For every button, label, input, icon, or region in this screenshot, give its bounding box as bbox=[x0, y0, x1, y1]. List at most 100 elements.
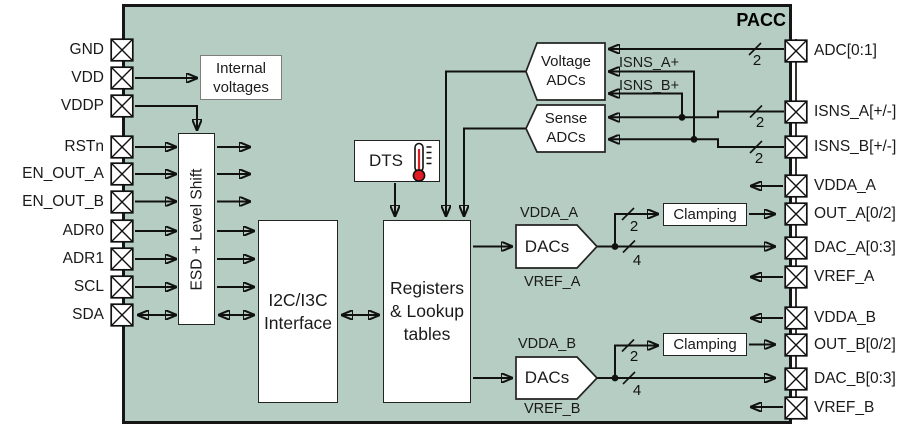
i2c-i3c-interface-block: I2C/I3C Interface bbox=[258, 220, 338, 403]
pin-label-vref-a: VREF_A bbox=[814, 268, 875, 285]
en-out-b-pin-icon bbox=[110, 189, 134, 214]
pin-out-a bbox=[784, 202, 808, 226]
adr0-pin-icon bbox=[110, 219, 134, 243]
isns-a-pin-icon bbox=[784, 100, 808, 124]
pin-label-en-out-a: EN_OUT_A bbox=[22, 165, 104, 182]
pin-label-vref-b: VREF_B bbox=[814, 398, 875, 416]
en-out-a-pin-icon bbox=[110, 162, 134, 186]
wire-vddp-to-esd bbox=[135, 105, 197, 130]
dac-output-wires bbox=[597, 186, 783, 407]
bus-slashes bbox=[621, 42, 763, 385]
pin-vddp bbox=[110, 94, 134, 118]
thermometer-icon bbox=[407, 142, 433, 187]
pin-label-out-b: OUT_B[0/2] bbox=[814, 335, 896, 353]
pin-en-out-a bbox=[110, 162, 134, 186]
pin-label-out-a: OUT_A[0/2] bbox=[814, 205, 896, 222]
pin-label-sda: SDA bbox=[72, 306, 104, 323]
clamping-a-block: Clamping bbox=[663, 203, 747, 226]
signal-isns-b-plus: ISNS_B+ bbox=[619, 78, 680, 94]
pin-label-dac-b: DAC_B[0:3] bbox=[814, 370, 896, 387]
signal-vref-b: VREF_B bbox=[524, 401, 581, 417]
pin-label-gnd: GND bbox=[69, 41, 104, 58]
pin-label-adr0: ADR0 bbox=[62, 222, 104, 239]
pin-sda bbox=[110, 303, 134, 327]
bus-slash-adc bbox=[748, 42, 762, 56]
pin-en-out-b bbox=[110, 189, 134, 214]
wire-isns-b-row bbox=[609, 139, 784, 148]
bus-slash-isns-b bbox=[749, 140, 763, 154]
isns-b-pin-icon bbox=[784, 135, 808, 159]
voltage-adcs-label: Voltage ADCs bbox=[540, 53, 592, 89]
pin-label-vddp: VDDP bbox=[60, 97, 104, 114]
out-a-pin-icon bbox=[784, 202, 808, 226]
signal-isns-a-plus: ISNS_A+ bbox=[619, 55, 680, 71]
pin-label-vdd: VDD bbox=[71, 69, 104, 86]
pin-out-b bbox=[784, 332, 808, 357]
wire-isns-b-plus-tap bbox=[609, 94, 683, 118]
wire-dacs-a-to-clamping bbox=[614, 214, 658, 247]
rstn-pin-icon bbox=[110, 135, 134, 159]
registers-lookup-block: Registers & Lookup tables bbox=[383, 220, 471, 403]
vref-b-pin-icon bbox=[784, 395, 808, 420]
pin-adc bbox=[784, 39, 808, 63]
dacs-a-shape bbox=[515, 224, 599, 269]
bus-width-isns-a: 2 bbox=[756, 114, 764, 131]
bus-width-labels: 2 2 2 2 4 2 4 bbox=[630, 52, 764, 399]
pin-dac-b bbox=[784, 367, 808, 391]
pin-label-rstn: RSTn bbox=[64, 138, 104, 155]
pin-label-isns-a: ISNS_A[+/-] bbox=[814, 103, 897, 120]
pin-label-dac-a: DAC_A[0:3] bbox=[814, 239, 896, 256]
signal-vdda-b: VDDA_B bbox=[518, 336, 577, 352]
pin-adr1 bbox=[110, 247, 134, 271]
adr1-pin-icon bbox=[110, 247, 134, 271]
bus-width-isns-b: 2 bbox=[755, 150, 763, 167]
bus-width-dac-a: 4 bbox=[633, 252, 641, 269]
dac-a-pin-icon bbox=[784, 236, 808, 260]
bus-width-out-b: 2 bbox=[630, 348, 638, 365]
gnd-pin-icon bbox=[110, 38, 134, 62]
bus-slash-isns-a bbox=[749, 104, 763, 119]
pin-label-isns-b: ISNS_B[+/-] bbox=[814, 138, 897, 155]
dacs-b-label: DACs bbox=[524, 368, 570, 387]
bus-slash-dac-b bbox=[622, 371, 636, 385]
esd-level-shift-block bbox=[178, 133, 215, 325]
bus-width-adc: 2 bbox=[753, 52, 761, 69]
pin-label-vdda-a: VDDA_A bbox=[814, 177, 877, 194]
bus-width-out-a: 2 bbox=[630, 218, 638, 235]
dts-label: DTS bbox=[369, 151, 403, 170]
chip-title: PACC bbox=[736, 10, 786, 30]
adc-feedback-wires bbox=[395, 49, 784, 216]
bus-slash-out-b bbox=[621, 338, 635, 353]
wire-voltage-adcs-registers bbox=[446, 70, 526, 217]
scl-pin-icon bbox=[110, 275, 134, 299]
wire-dacs-b-to-clamping bbox=[614, 346, 658, 378]
signal-vref-a: VREF_A bbox=[524, 274, 581, 290]
pin-scl bbox=[110, 275, 134, 299]
esd-level-shift-label: ESD + Level Shift bbox=[188, 168, 206, 291]
adc-dac-shapes bbox=[515, 42, 606, 400]
pin-label-en-out-b: EN_OUT_B bbox=[22, 192, 104, 210]
signal-vdda-a: VDDA_A bbox=[520, 205, 579, 221]
dts-block: DTS bbox=[354, 140, 440, 182]
junction-dot bbox=[678, 113, 686, 121]
voltage-adcs-shape bbox=[525, 42, 606, 101]
pin-vref-b bbox=[784, 395, 808, 420]
pin-vdda-b bbox=[784, 306, 808, 330]
pin-gnd bbox=[110, 38, 134, 62]
pin-vdda-a bbox=[784, 174, 808, 198]
vdda-a-pin-icon bbox=[784, 174, 808, 198]
left-side-wires bbox=[135, 78, 512, 378]
sda-pin-icon bbox=[110, 303, 134, 327]
pin-isns-a bbox=[784, 100, 808, 124]
dacs-a-label: DACs bbox=[524, 237, 570, 256]
pin-vdd bbox=[110, 66, 134, 90]
pin-vref-a bbox=[784, 265, 808, 289]
internal-voltages-block: Internal voltages bbox=[200, 55, 282, 100]
junction-dot bbox=[611, 243, 619, 250]
wire-sense-adcs-registers bbox=[464, 127, 526, 217]
clamping-b-block: Clamping bbox=[663, 333, 747, 356]
bus-width-dac-b: 4 bbox=[633, 382, 641, 399]
junction-dot bbox=[611, 374, 619, 382]
wire-isns-a-plus-tap bbox=[609, 72, 695, 140]
vddp-pin-icon bbox=[110, 94, 134, 118]
